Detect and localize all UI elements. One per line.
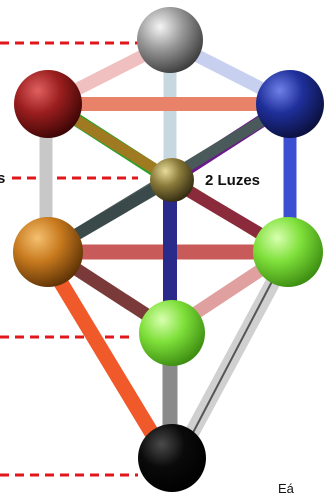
center-label: 2 Luzes [205, 172, 260, 189]
left-edge-label: s [0, 170, 5, 187]
sphere-upper-right [256, 70, 324, 138]
bottom-edge-label: Eá [278, 481, 294, 496]
sphere-mid-right [253, 217, 323, 287]
sphere-center [150, 158, 194, 202]
sphere-top [137, 7, 203, 73]
sphere-mid-left [13, 217, 83, 287]
sphere-bottom [138, 424, 206, 492]
sphere-lower [139, 300, 205, 366]
sphere-upper-left [14, 70, 82, 138]
